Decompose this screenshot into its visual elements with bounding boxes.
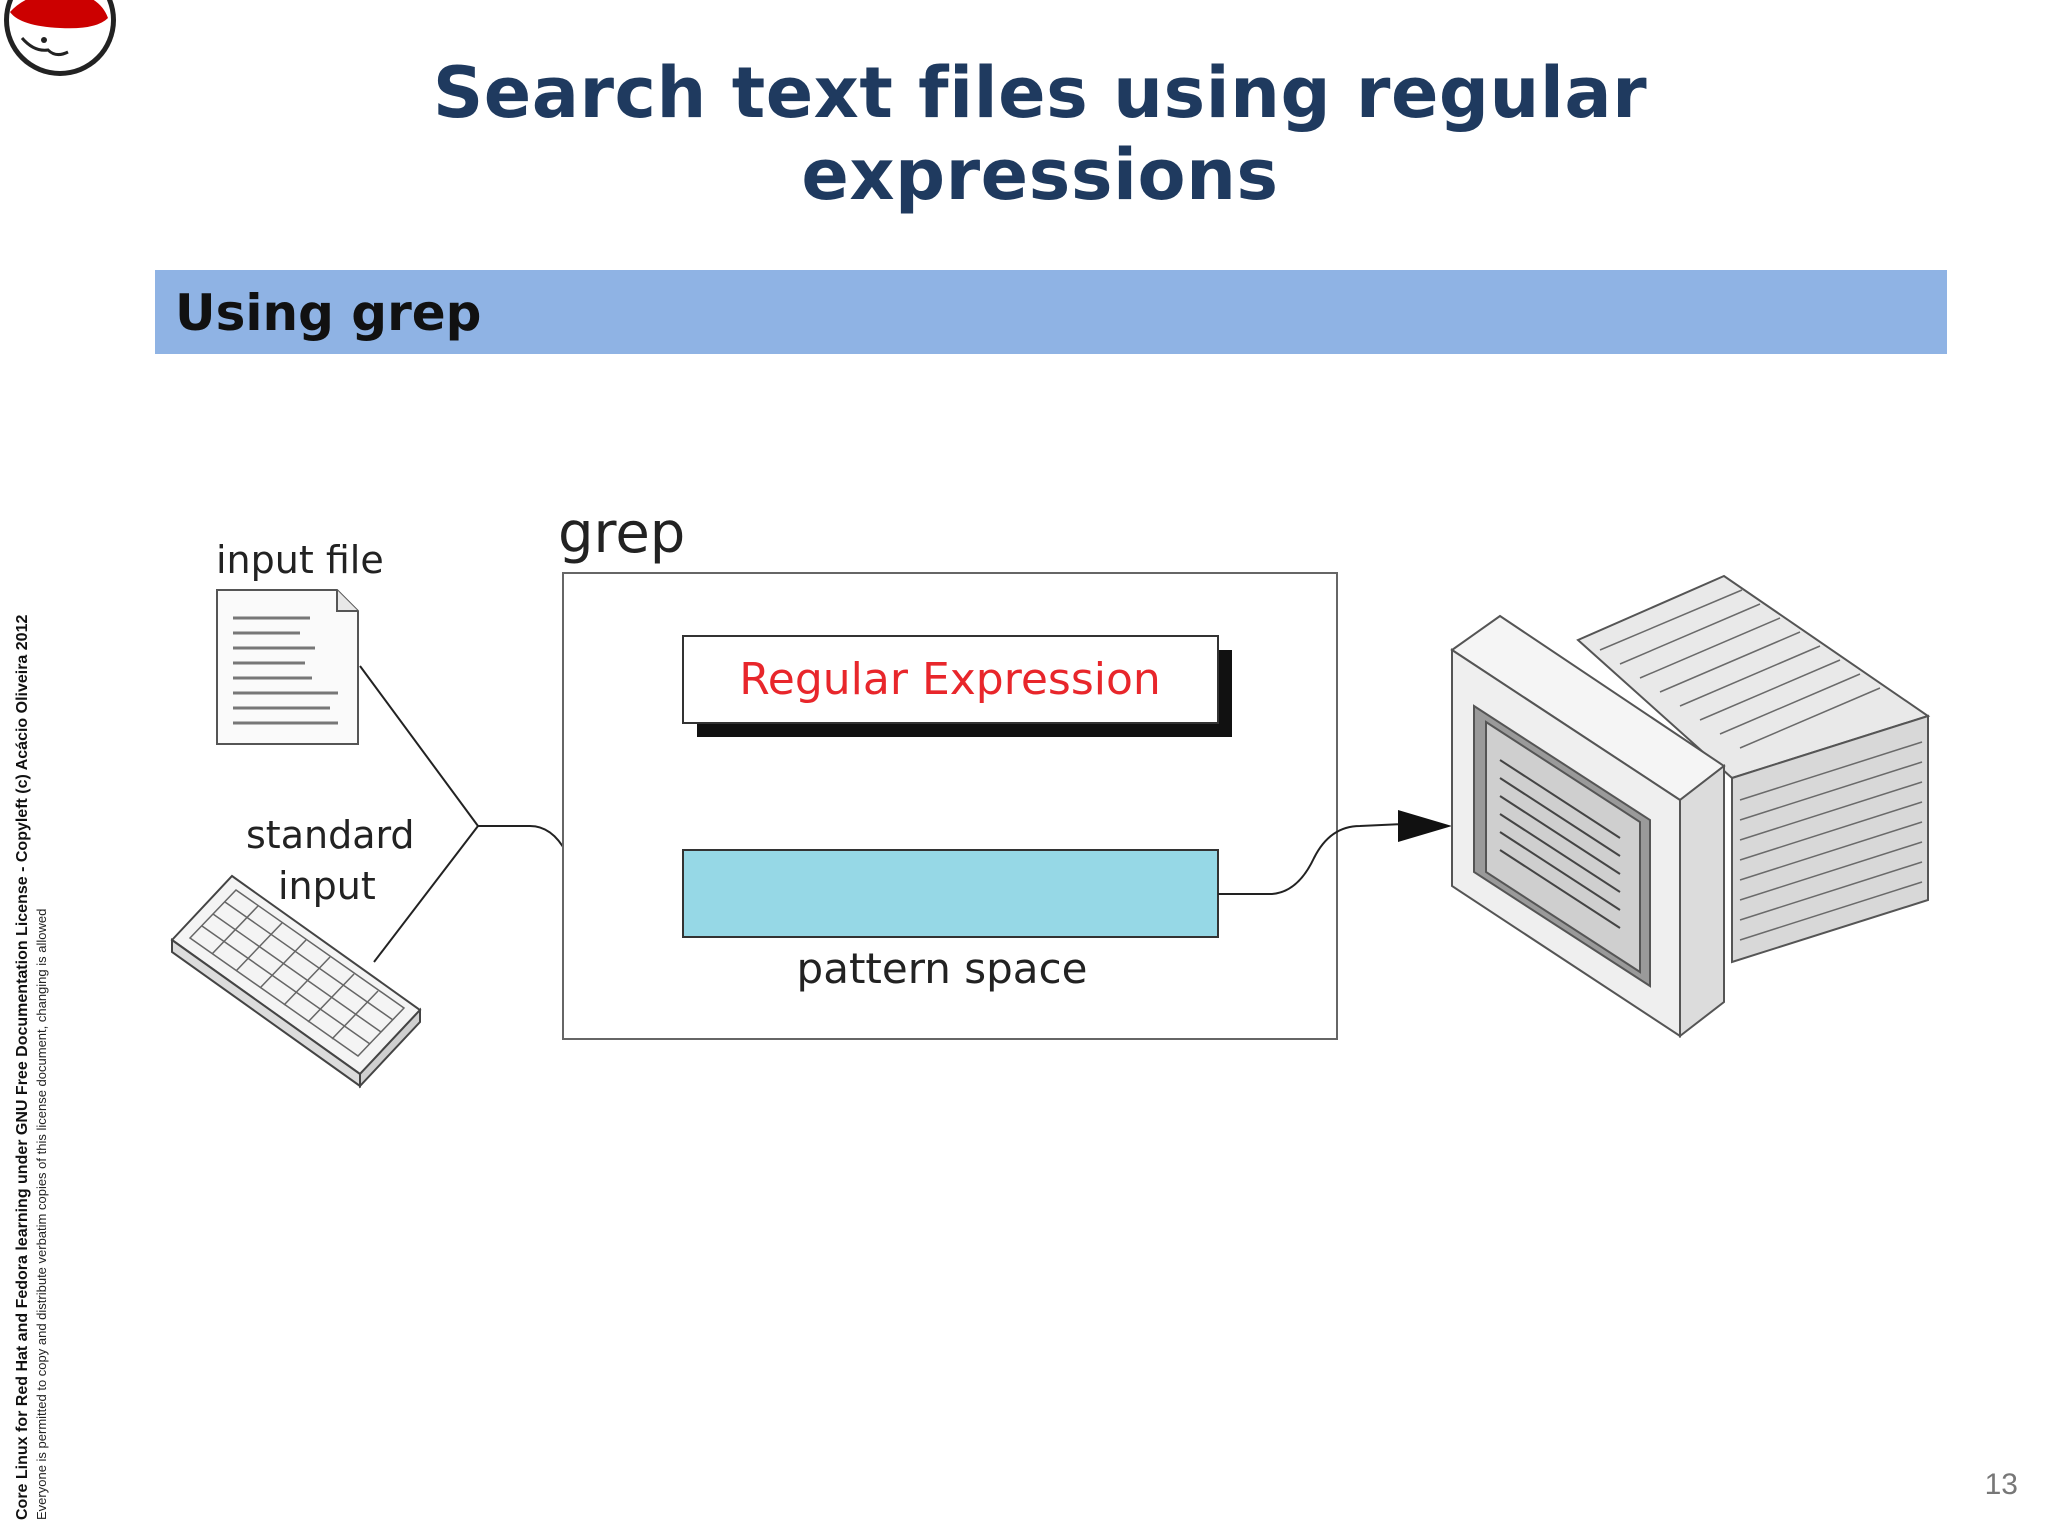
section-header-bar: Using grep xyxy=(155,270,1947,354)
footer-license-line: Core Linux for Red Hat and Fedora learni… xyxy=(14,614,31,1520)
monitor-icon xyxy=(1450,574,1931,1039)
output-connector-line xyxy=(1218,823,1405,895)
standard-input-label-line2: input xyxy=(278,864,376,908)
page-number: 13 xyxy=(1984,1468,2018,1501)
redhat-logo-icon xyxy=(4,0,116,76)
footer-copy-permission-line: Everyone is permitted to copy and distri… xyxy=(34,908,49,1520)
slide-title: Search text files using regular expressi… xyxy=(432,52,1648,216)
pattern-space-label: pattern space xyxy=(797,944,1088,993)
pattern-space-box xyxy=(682,849,1219,938)
output-arrowhead xyxy=(1398,810,1452,842)
regex-box xyxy=(682,635,1219,724)
copyright-footer: Core Linux for Red Hat and Fedora learni… xyxy=(14,560,74,1520)
grep-label: grep xyxy=(558,501,685,566)
keyboard-icon xyxy=(170,874,422,1089)
regex-label: Regular Expression xyxy=(739,654,1161,705)
standard-input-label-line1: standard xyxy=(246,813,415,857)
document-icon xyxy=(216,589,359,745)
section-heading: Using grep xyxy=(175,284,482,342)
input-file-label: input file xyxy=(216,538,384,582)
